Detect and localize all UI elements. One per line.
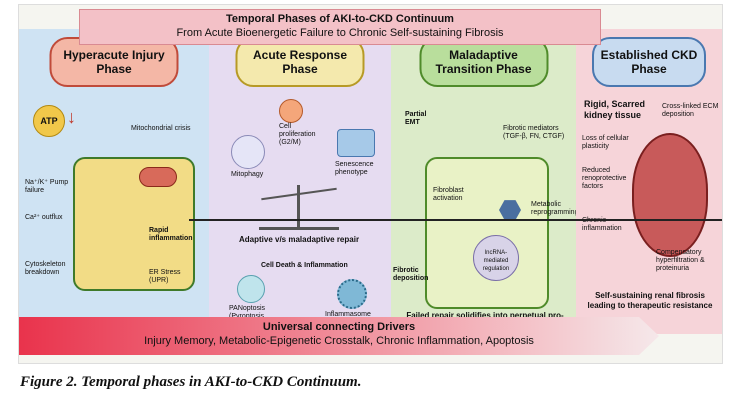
mitophagy-label: Mitophagy	[231, 171, 264, 178]
prolif-label: Cell proliferation (G2/M)	[279, 123, 316, 146]
atp-icon: ATP	[33, 105, 65, 137]
pump-label: Na⁺/K⁺ Pump failure	[25, 179, 69, 194]
fibroblast-label: Fibroblast activation	[433, 187, 464, 202]
plasticity-label: Loss of cellular plasticity	[582, 135, 629, 150]
mitochondria-icon	[139, 167, 177, 187]
panel-established-ckd: Established CKD Phase Rigid, Scarred kid…	[576, 29, 722, 334]
rapid-label: Rapid inflammation	[149, 227, 193, 242]
balance-scale-icon	[259, 179, 339, 230]
emt-label: Partial EMT	[405, 111, 427, 126]
drivers-arrow: Universal connecting Drivers Injury Memo…	[19, 317, 659, 355]
selfsustain-label: Self-sustaining renal fibrosis leading t…	[587, 291, 713, 310]
drivers-list: Injury Memory, Metabolic-Epigenetic Cros…	[144, 335, 534, 347]
er-label: ER Stress (UPR)	[149, 269, 181, 284]
main-flow-arrow	[189, 219, 722, 221]
figure-caption: Figure 2. Temporal phases in AKI-to-CKD …	[20, 374, 362, 390]
metabolic-label: Metabolic reprogramming	[531, 201, 579, 216]
transition-cell	[425, 157, 549, 309]
mitophagy-icon	[231, 135, 265, 169]
drivers-title: Universal connecting Drivers	[262, 321, 416, 333]
inflammasome-icon	[337, 279, 367, 309]
figure: Hyperacute Injury Phase ATP ↓ Mitochondr…	[18, 4, 723, 364]
header: Temporal Phases of AKI-to-CKD Continuum …	[79, 9, 601, 45]
repair-label: Adaptive v/s maladaptive repair	[239, 235, 360, 244]
deposition-label: Fibrotic deposition	[393, 267, 429, 282]
proliferation-icon	[279, 99, 303, 123]
lncrna-icon	[473, 235, 519, 281]
phase-title-maladaptive: Maladaptive Transition Phase	[419, 37, 548, 87]
header-subtitle: From Acute Bioenergetic Failure to Chron…	[176, 27, 504, 39]
phase-title-acute-response: Acute Response Phase	[235, 37, 365, 87]
panel-hyperacute: Hyperacute Injury Phase ATP ↓ Mitochondr…	[19, 29, 211, 334]
header-title: Temporal Phases of AKI-to-CKD Continuum	[226, 13, 454, 25]
ecm-label: Cross-linked ECM deposition	[662, 103, 719, 118]
mito-label: Mitochondrial crisis	[131, 125, 191, 132]
phase-title-hyperacute: Hyperacute Injury Phase	[49, 37, 179, 87]
kidney-icon	[632, 133, 708, 257]
hexagon-icon	[499, 200, 521, 220]
reduced-label: Reduced renoprotective factors	[582, 167, 627, 190]
phase-title-established-ckd: Established CKD Phase	[592, 37, 706, 87]
senescence-label: Senescence phenotype	[335, 161, 374, 176]
panoptosis-icon	[237, 275, 265, 303]
rigid-label: Rigid, Scarred kidney tissue	[584, 99, 646, 120]
compensatory-label: Compensatory hyperfiltration & proteinur…	[656, 249, 705, 272]
cyto-label: Cytoskeleton breakdown	[25, 261, 66, 276]
down-arrow-icon: ↓	[67, 107, 76, 127]
panel-acute-response: Acute Response Phase Cell proliferation …	[209, 29, 393, 336]
mediators-label: Fibrotic mediators (TGF-β, FN, CTGF)	[503, 125, 565, 140]
panel-maladaptive: Maladaptive Transition Phase Partial EMT…	[391, 29, 578, 334]
death-label: Cell Death & Inflammation	[261, 262, 348, 269]
atp-label: ATP	[40, 116, 58, 126]
senescence-icon	[337, 129, 375, 157]
ca-label: Ca²⁺ outflux	[25, 214, 63, 221]
lncrna-label: lncRNA-mediated regulation	[482, 250, 510, 272]
